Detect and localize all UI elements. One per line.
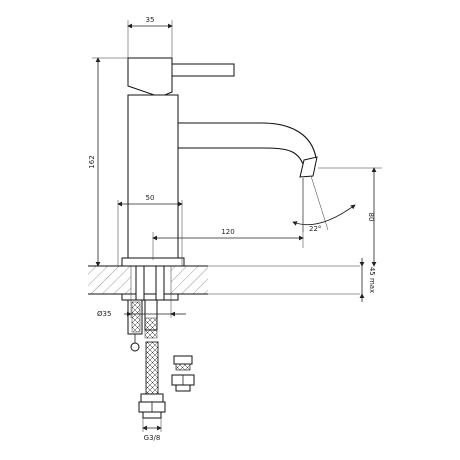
- countertop-section: [88, 265, 360, 295]
- top-width-label: 35: [146, 16, 155, 24]
- deck-thickness-label: 45 max: [368, 267, 376, 293]
- dim-body-width: 50: [117, 194, 183, 266]
- dim-hole-diameter: Ø35: [97, 294, 186, 318]
- flexible-hoses: [138, 341, 195, 419]
- spout-angle-label: 22°: [309, 225, 321, 233]
- body-width-label: 50: [146, 194, 155, 202]
- spout-height-label: 80: [367, 213, 375, 222]
- faucet-body: [121, 57, 318, 267]
- dim-top-width: 35: [127, 16, 173, 58]
- dim-deck-thickness: 45 max: [359, 258, 376, 302]
- dim-total-height: 162: [88, 57, 128, 267]
- dim-spout-height: 80: [318, 167, 382, 267]
- mounting-hardware: [121, 265, 179, 352]
- dim-spout-angle: 22°: [292, 175, 356, 233]
- hole-diameter-label: Ø35: [97, 310, 111, 318]
- dim-connection-thread: G3/8: [142, 418, 162, 442]
- spout-reach-label: 120: [221, 228, 234, 236]
- connection-thread-label: G3/8: [144, 434, 161, 442]
- total-height-label: 162: [88, 155, 96, 168]
